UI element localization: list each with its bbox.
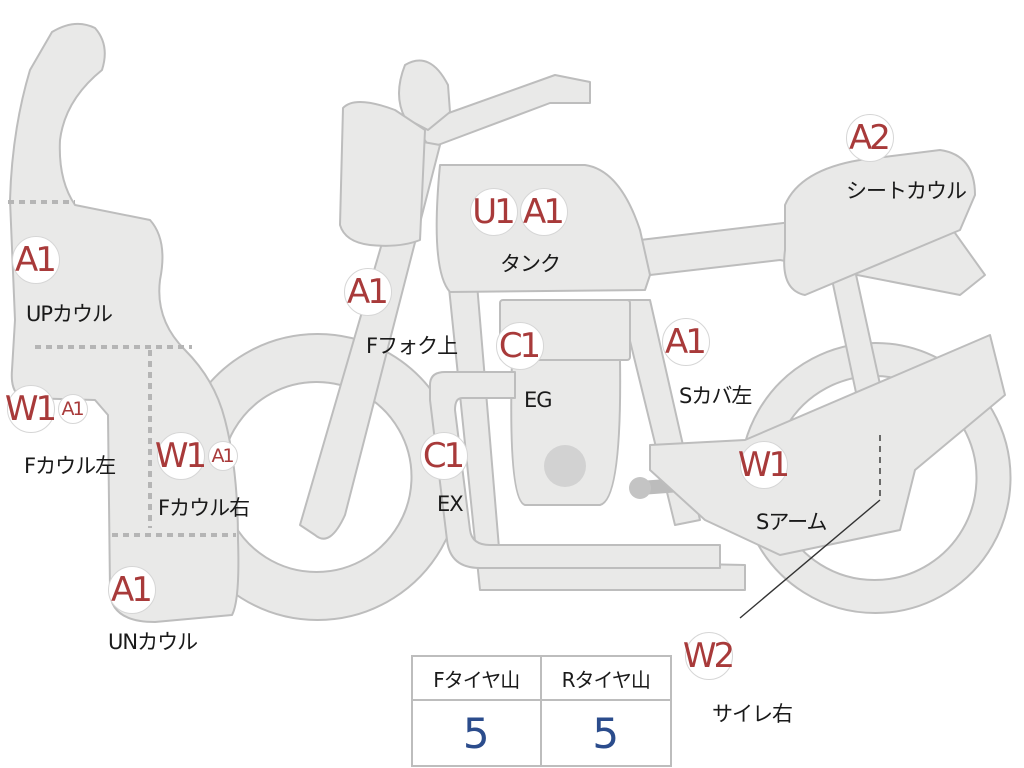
label-f-fork-upper: Fフォク上 <box>366 334 458 358</box>
label-exhaust: EX <box>437 492 464 516</box>
label-f-cowl-right: Fカウル右 <box>158 496 250 520</box>
marker-un-cowl[interactable]: A1 <box>108 566 156 614</box>
exhaust-pipe <box>429 371 721 569</box>
marker-seat-cowl[interactable]: A2 <box>846 114 894 162</box>
code-badge: W2 <box>683 632 735 680</box>
marker-silencer-right[interactable]: W2 <box>683 632 735 680</box>
code-badge: W1 <box>155 432 207 480</box>
code-badge: A1 <box>12 236 60 284</box>
label-swing-arm: Sアーム <box>756 510 827 534</box>
marker-swing-arm[interactable]: W1 <box>738 441 790 489</box>
code-badge: W1 <box>5 385 57 433</box>
label-un-cowl: UNカウル <box>108 630 198 654</box>
headlight <box>339 101 426 247</box>
label-tank: タンク <box>500 252 561 276</box>
tire-tread-table: Fタイヤ山 Rタイヤ山 5 5 <box>411 655 672 767</box>
code-badge: A1 <box>344 268 392 316</box>
label-seat-cowl: シートカウル <box>846 179 967 203</box>
seat-cowl-shape <box>783 149 976 296</box>
marker-up-cowl[interactable]: A1 <box>12 236 60 284</box>
code-badge: W1 <box>738 441 790 489</box>
marker-f-cowl-right[interactable]: W1 A1 <box>155 432 238 480</box>
code-badge-small: A1 <box>58 394 88 424</box>
mirror <box>398 59 451 131</box>
marker-f-cowl-left[interactable]: W1 A1 <box>5 385 88 433</box>
engine-case <box>510 359 622 506</box>
rear-tread-header: Rタイヤ山 <box>541 657 670 701</box>
label-silencer-right: サイレ右 <box>712 702 793 726</box>
front-tread-value[interactable]: 5 <box>413 701 542 765</box>
marker-engine[interactable]: C1 <box>496 322 544 370</box>
code-badge: C1 <box>420 432 468 480</box>
silencer-leader <box>739 499 881 619</box>
code-badge: A1 <box>520 188 568 236</box>
label-up-cowl: UPカウル <box>26 302 113 326</box>
label-side-cover-left: Sカバ左 <box>679 384 752 408</box>
label-engine: EG <box>524 388 553 412</box>
swing-arm-shape <box>649 334 1006 556</box>
code-badge-small: A1 <box>208 441 238 471</box>
engine-cover <box>544 445 586 487</box>
front-tread-header: Fタイヤ山 <box>413 657 542 701</box>
code-badge: A1 <box>108 566 156 614</box>
marker-tank[interactable]: U1 A1 <box>470 188 568 236</box>
marker-side-cover-left[interactable]: A1 <box>662 318 710 366</box>
marker-exhaust[interactable]: C1 <box>420 432 468 480</box>
marker-f-fork-upper[interactable]: A1 <box>344 268 392 316</box>
label-f-cowl-left: Fカウル左 <box>24 454 116 478</box>
code-badge: U1 <box>470 188 518 236</box>
rear-tread-value[interactable]: 5 <box>592 708 620 758</box>
code-badge: A2 <box>846 114 894 162</box>
code-badge: C1 <box>496 322 544 370</box>
code-badge: A1 <box>662 318 710 366</box>
